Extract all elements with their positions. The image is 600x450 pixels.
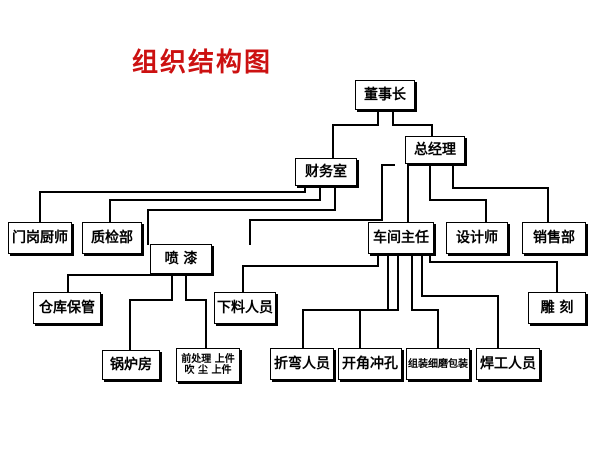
line-chairman-gm (392, 112, 433, 138)
line-gm-sales (452, 165, 549, 222)
line-painting-pretreatment (185, 275, 207, 348)
node-bending: 折弯人员 (270, 348, 334, 380)
line-workshop-punching (359, 254, 399, 348)
chart-title: 组织结构图 (132, 48, 273, 78)
line-gm-painting (249, 164, 395, 245)
node-gate-kitchen: 门岗厨师 (8, 222, 72, 254)
line-workshop-welding (421, 254, 499, 348)
line-workshop-assembly (411, 254, 439, 348)
node-warehouse: 仓库保管 (33, 292, 101, 324)
line-finance-quality (109, 186, 321, 222)
node-painting: 喷 漆 (150, 244, 212, 274)
line-finance-gate (39, 186, 306, 222)
node-assembly: 组装细磨包装 (406, 348, 470, 380)
line-chairman-finance (332, 112, 379, 160)
node-cutting: 下料人员 (214, 292, 276, 324)
line-gm-designer (429, 165, 487, 222)
node-finance: 财务室 (295, 158, 357, 186)
line-painting-warehouse (67, 274, 160, 292)
node-engraving: 雕 刻 (528, 292, 586, 324)
node-pretreatment: 前处理 上件 吹 尘 上件 (176, 348, 240, 382)
node-general-manager: 总经理 (405, 136, 465, 164)
line-workshop-engraving (429, 254, 558, 292)
node-workshop-director: 车间主任 (368, 222, 434, 254)
node-chairman: 董事长 (355, 80, 415, 110)
node-welding: 焊工人员 (476, 348, 540, 380)
line-finance-painting (147, 186, 336, 245)
node-designer: 设计师 (446, 222, 508, 254)
line-workshop-bending (302, 254, 389, 348)
node-boiler: 锅炉房 (102, 350, 160, 380)
node-sales: 销售部 (522, 222, 586, 254)
line-painting-boiler (129, 275, 173, 350)
node-punching: 开角冲孔 (338, 348, 402, 380)
node-quality: 质检部 (82, 222, 142, 254)
line-workshop-cutting (242, 254, 379, 292)
